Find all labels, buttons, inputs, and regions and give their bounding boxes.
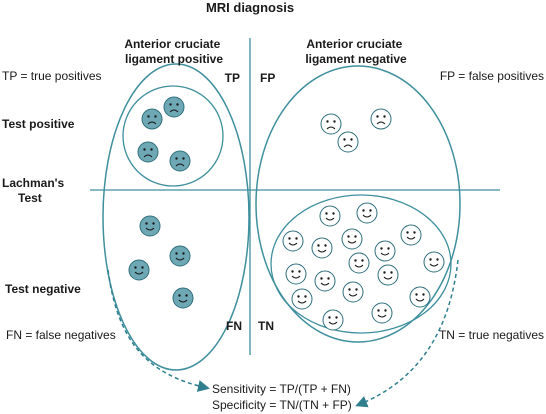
- acl-positive-header-line2: ligament positive: [125, 52, 223, 66]
- sad-face-icon: [163, 96, 185, 118]
- happy-face-icon: [371, 302, 393, 324]
- fp-label: FP: [260, 71, 275, 85]
- tn-label: TN: [258, 319, 274, 333]
- happy-face-icon: [291, 288, 313, 310]
- happy-face-icon: [341, 228, 363, 250]
- test-positive-label: Test positive: [2, 117, 75, 131]
- true-negative-group: [270, 194, 452, 334]
- lachmans-test-line1: Lachman's: [2, 176, 65, 190]
- happy-face-icon: [282, 230, 304, 252]
- happy-face-icon: [285, 263, 307, 285]
- acl-negative-header: Anterior cruciate ligament negative: [305, 37, 407, 66]
- happy-face-icon: [348, 252, 370, 274]
- fp-definition: FP = false positives: [440, 69, 544, 83]
- true-positive-group: [122, 85, 224, 187]
- fp-to-specificity-arrow: [355, 259, 459, 408]
- sad-face-icon: [370, 108, 392, 130]
- acl-positive-ellipse: [102, 63, 250, 371]
- happy-face-icon: [377, 264, 399, 286]
- acl-positive-header-line1: Anterior cruciate: [124, 37, 220, 51]
- acl-negative-ellipse: [255, 65, 461, 343]
- acl-negative-header-line2: ligament negative: [305, 52, 407, 66]
- happy-face-icon: [409, 286, 431, 308]
- happy-face-icon: [356, 202, 378, 224]
- sad-face-icon: [169, 150, 191, 172]
- sensitivity-formula: Sensitivity = TP/(TP + FN): [212, 382, 351, 396]
- fn-definition: FN = false negatives: [6, 328, 116, 342]
- face-icons: [128, 96, 445, 331]
- fn-to-sensitivity-arrow: [107, 269, 210, 392]
- happy-face-icon: [374, 240, 396, 262]
- happy-face-icon: [169, 245, 191, 267]
- tn-definition: TN = true negatives: [439, 328, 544, 342]
- sad-face-icon: [141, 108, 163, 130]
- happy-face-icon: [128, 259, 150, 281]
- happy-face-icon: [314, 270, 336, 292]
- happy-face-icon: [400, 224, 422, 246]
- happy-face-icon: [423, 251, 445, 273]
- acl-negative-header-line1: Anterior cruciate: [306, 37, 402, 51]
- happy-face-icon: [319, 205, 341, 227]
- tp-label: TP: [225, 71, 240, 85]
- tp-definition: TP = true positives: [2, 69, 102, 83]
- fn-label: FN: [226, 319, 242, 333]
- happy-face-icon: [311, 237, 333, 259]
- sad-face-icon: [337, 131, 359, 153]
- sad-face-icon: [137, 141, 159, 163]
- diagram-title: MRI diagnosis: [206, 0, 294, 15]
- happy-face-icon: [139, 215, 161, 237]
- happy-face-icon: [172, 287, 194, 309]
- test-negative-label: Test negative: [5, 282, 81, 296]
- lachmans-test-line2: Test: [18, 191, 42, 205]
- lachmans-test-label: Lachman's Test: [2, 176, 68, 205]
- specificity-formula: Specificity = TN/(TN + FP): [212, 398, 352, 412]
- happy-face-icon: [322, 309, 344, 331]
- acl-positive-header: Anterior cruciate ligament positive: [124, 37, 223, 66]
- happy-face-icon: [342, 281, 364, 303]
- sad-face-icon: [320, 113, 342, 135]
